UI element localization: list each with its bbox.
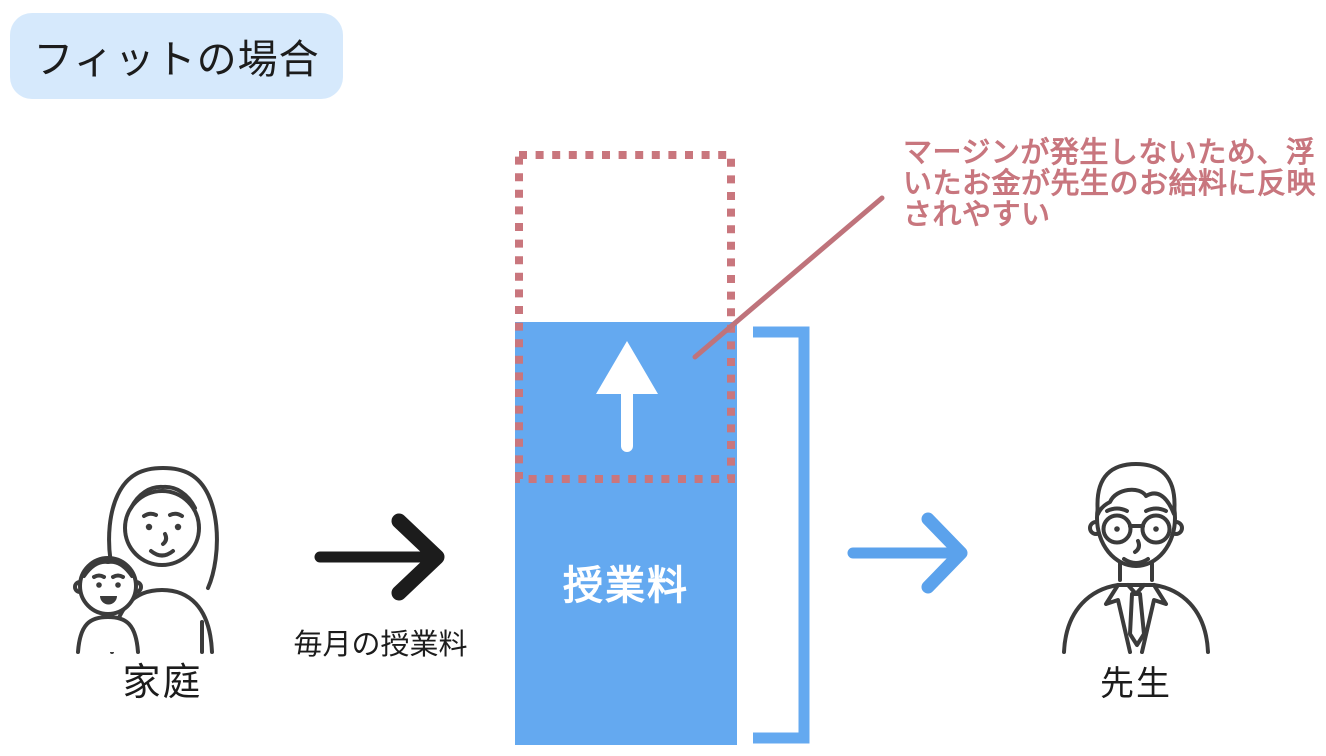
teacher-illustration [1062, 462, 1210, 654]
tuition-bracket [753, 326, 810, 744]
margin-annotation-line-3: されやすい [903, 199, 1051, 231]
margin-dashed-box [515, 151, 735, 483]
margin-annotation-line-1: マージンが発生しないため、浮 [903, 137, 1316, 169]
payment-arrow-icon [314, 513, 445, 601]
title-badge: フィットの場合 [10, 13, 343, 99]
family-illustration [73, 466, 219, 654]
margin-annotation-line-2: いたお金が先生のお給料に反映 [903, 168, 1317, 200]
family-label: 家庭 [122, 662, 203, 704]
margin-annotation: マージンが発生しないため、浮 いたお金が先生のお給料に反映 されやすい [903, 138, 1326, 231]
tuition-bar-label: 授業料 [563, 564, 689, 608]
payment-arrow-label: 毎月の授業料 [293, 629, 468, 661]
up-arrow-icon [596, 341, 658, 452]
payout-arrow-icon [847, 512, 968, 594]
title-badge-label: フィットの場合 [33, 38, 320, 82]
teacher-label: 先生 [1100, 665, 1172, 703]
annotation-leader-line [692, 195, 885, 360]
